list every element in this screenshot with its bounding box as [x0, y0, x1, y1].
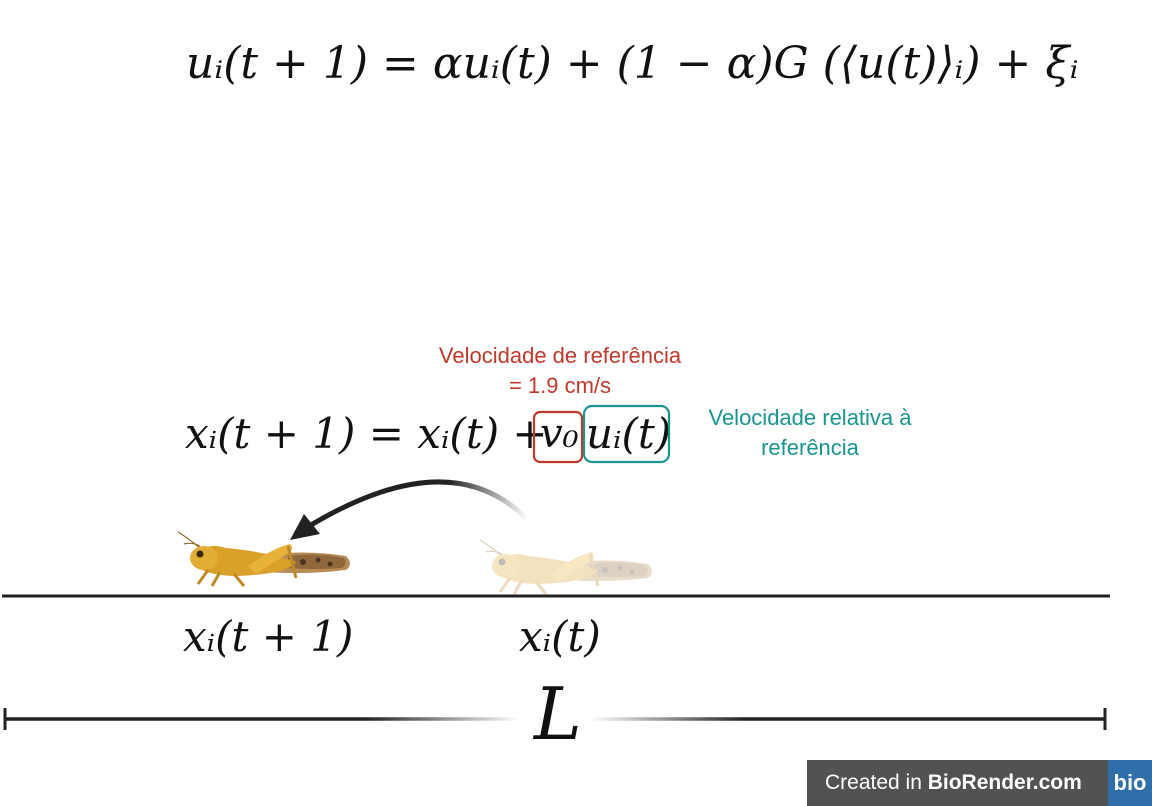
- grasshopper-icon: [176, 530, 352, 588]
- arrow-head-icon: [290, 514, 320, 540]
- biorender-logo-icon: bio: [1108, 760, 1152, 806]
- v0-box: [532, 410, 584, 464]
- grasshopper-faded-icon: [478, 538, 654, 596]
- ref-speed-label: Velocidade de referência = 1.9 cm/s: [400, 341, 720, 401]
- equation-x-update-left: xᵢ(t + 1) = xᵢ(t) +: [185, 409, 548, 458]
- equation-u-update: uᵢ(t + 1) = αuᵢ(t) + (1 − α)G (⟨u(t)⟩ᵢ) …: [186, 38, 1079, 89]
- curved-arrow-icon: [304, 479, 530, 531]
- position-next-label: xᵢ(t + 1): [183, 612, 354, 661]
- relative-speed-label: Velocidade relativa à referência: [680, 403, 940, 463]
- badge-prefix: Created in: [825, 771, 928, 794]
- badge-brand: BioRender.com: [927, 771, 1082, 794]
- ui-box: [582, 404, 671, 464]
- relative-speed-line1: Velocidade relativa à: [708, 405, 912, 430]
- relative-speed-line2: referência: [761, 435, 859, 460]
- badge-text: Created in BioRender.com: [807, 771, 1082, 795]
- biorender-badge[interactable]: Created in BioRender.com bio: [807, 760, 1152, 806]
- ref-speed-line1: Velocidade de referência: [438, 343, 682, 368]
- ui-term: uᵢ(t): [586, 409, 672, 458]
- position-now-label: xᵢ(t): [519, 612, 601, 661]
- length-label: L: [534, 672, 582, 756]
- ref-speed-line2: = 1.9 cm/s: [508, 373, 612, 398]
- v0-term: v₀: [540, 411, 579, 457]
